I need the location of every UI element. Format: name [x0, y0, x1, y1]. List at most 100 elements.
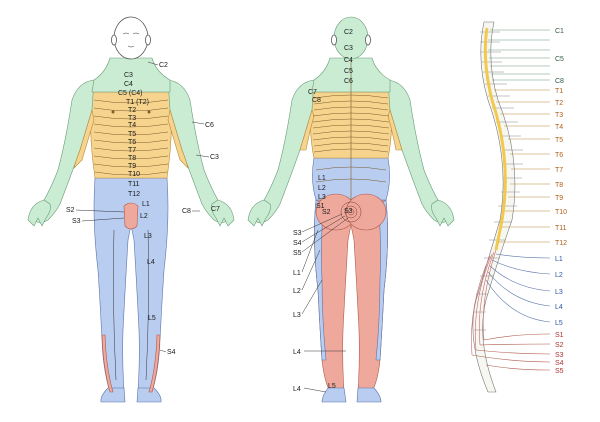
label-c3-arm: C3: [210, 154, 219, 161]
anterior-leg-line-left: [113, 229, 117, 381]
label-s-l1: L1: [555, 256, 563, 263]
posterior-s5-leader: [301, 217, 349, 253]
label-s-t9: T9: [555, 195, 563, 202]
posterior-l2b-leader: [301, 249, 321, 291]
posterior-right-arm-t1: [387, 109, 403, 151]
label-c2: C2: [159, 62, 168, 69]
label-s2: S2: [66, 207, 75, 214]
posterior-l1b-leader: [301, 229, 319, 273]
label-l4: L4: [147, 259, 155, 266]
anterior-left-hand: [27, 199, 51, 227]
label-p-s4: S4: [293, 240, 302, 247]
posterior-right-foot: [356, 387, 382, 403]
label-s3: S3: [72, 218, 81, 225]
posterior-s3-ring: [340, 201, 362, 223]
label-p-c6: C6: [344, 78, 353, 85]
label-s-l2: L2: [555, 272, 563, 279]
posterior-right-leg-lumbar: [375, 199, 388, 361]
anterior-left-s-strip: [101, 334, 114, 393]
posterior-right-hand: [431, 199, 455, 227]
label-t2: T2: [128, 107, 136, 114]
label-p-s1: S1: [316, 203, 325, 210]
label-s-t5: T5: [555, 137, 563, 144]
label-p-c5: C5: [344, 68, 353, 75]
label-p-s5: S5: [293, 250, 302, 257]
anterior-c3arm-leader: [195, 154, 210, 158]
label-s-t3: T3: [555, 112, 563, 119]
spine-labels: C1 C5 C8 T1 T2 T3 T4 T5 T6 T7 T8 T9 T10 …: [555, 28, 567, 375]
anterior-c2-leader: [147, 61, 159, 66]
label-t11: T11: [128, 181, 140, 188]
posterior-left-ear: [331, 34, 337, 46]
label-s-t6: T6: [555, 152, 563, 159]
posterior-l3b-leader: [301, 279, 323, 315]
label-p-l1b: L1: [293, 270, 301, 277]
anterior-neck-cervical: [91, 57, 171, 93]
label-t6: T6: [128, 139, 136, 146]
label-t8: T8: [128, 155, 136, 162]
spinal-cord: [483, 27, 507, 251]
label-c4: C4: [124, 81, 133, 88]
label-c3: C3: [124, 72, 133, 79]
label-p-s3: S3: [293, 230, 302, 237]
posterior-s4-leader: [301, 215, 346, 243]
label-s-t10: T10: [555, 209, 567, 216]
anterior-right-hand: [211, 199, 235, 227]
anterior-left-foot: [100, 387, 126, 403]
anterior-c6-leader: [191, 121, 205, 125]
posterior-figure: [247, 16, 455, 403]
posterior-left-leg-lumbar: [314, 199, 327, 361]
anterior-s3-leader: [81, 217, 125, 222]
posterior-right-ear: [365, 34, 371, 46]
label-s-t8: T8: [555, 182, 563, 189]
anterior-right-foot: [136, 387, 162, 403]
anterior-face: [122, 32, 140, 48]
anterior-right-arm-t1: [167, 109, 189, 169]
label-s-t7: T7: [555, 167, 563, 174]
label-l5: L5: [148, 315, 156, 322]
label-t4: T4: [128, 122, 136, 129]
spine-nerve-lines: [471, 29, 551, 371]
posterior-labels: C2 C3 C4 C5 C6 C7 C8 L1 L2 L3 S1 S2 S3 S…: [293, 29, 353, 393]
posterior-s3-leader: [301, 213, 343, 233]
label-p-l4: L4: [293, 349, 301, 356]
posterior-back-bands: [312, 94, 390, 183]
label-s-l4: L4: [555, 304, 563, 311]
label-s-t11: T11: [555, 225, 567, 232]
posterior-head: [333, 16, 369, 60]
anterior-labels: C2 C3 C4 C5 (C4) T1 (T2) T2 T3 T4 T5 T6 …: [66, 61, 220, 356]
anterior-left-nipple: [111, 110, 115, 114]
label-s-s5: S5: [555, 368, 564, 375]
cauda-equina: [471, 249, 497, 356]
label-c7: C7: [211, 206, 220, 213]
label-s4: S4: [167, 349, 176, 356]
label-p-l1: L1: [318, 175, 326, 182]
label-s-t4: T4: [555, 124, 563, 131]
posterior-legs: [314, 199, 388, 393]
label-l3: L3: [144, 233, 152, 240]
label-s-l5: L5: [555, 320, 563, 327]
label-s-s4: S4: [555, 360, 564, 367]
anterior-legs: [93, 177, 169, 393]
label-s-c8: C8: [555, 78, 564, 85]
label-c6: C6: [205, 122, 214, 129]
label-p-l4b: L4: [293, 386, 301, 393]
vertebral-column: [472, 21, 516, 393]
label-t9: T9: [128, 163, 136, 170]
posterior-s4-ring: [344, 205, 358, 219]
label-s-s2: S2: [555, 342, 564, 349]
posterior-right-buttock: [345, 193, 387, 231]
anterior-genital-region: [123, 202, 139, 230]
anterior-left-arm-t1: [73, 109, 95, 169]
label-t10: T10: [128, 171, 140, 178]
label-p-c8: C8: [312, 97, 321, 104]
posterior-l4b-leader: [303, 387, 327, 393]
label-t5: T5: [128, 131, 136, 138]
posterior-left-foot: [321, 387, 347, 403]
label-p-c7: C7: [308, 89, 317, 96]
posterior-left-arm-t1: [299, 109, 315, 151]
anterior-right-nipple: [147, 110, 151, 114]
label-p-l5: L5: [328, 383, 336, 390]
label-t12: T12: [128, 191, 140, 198]
